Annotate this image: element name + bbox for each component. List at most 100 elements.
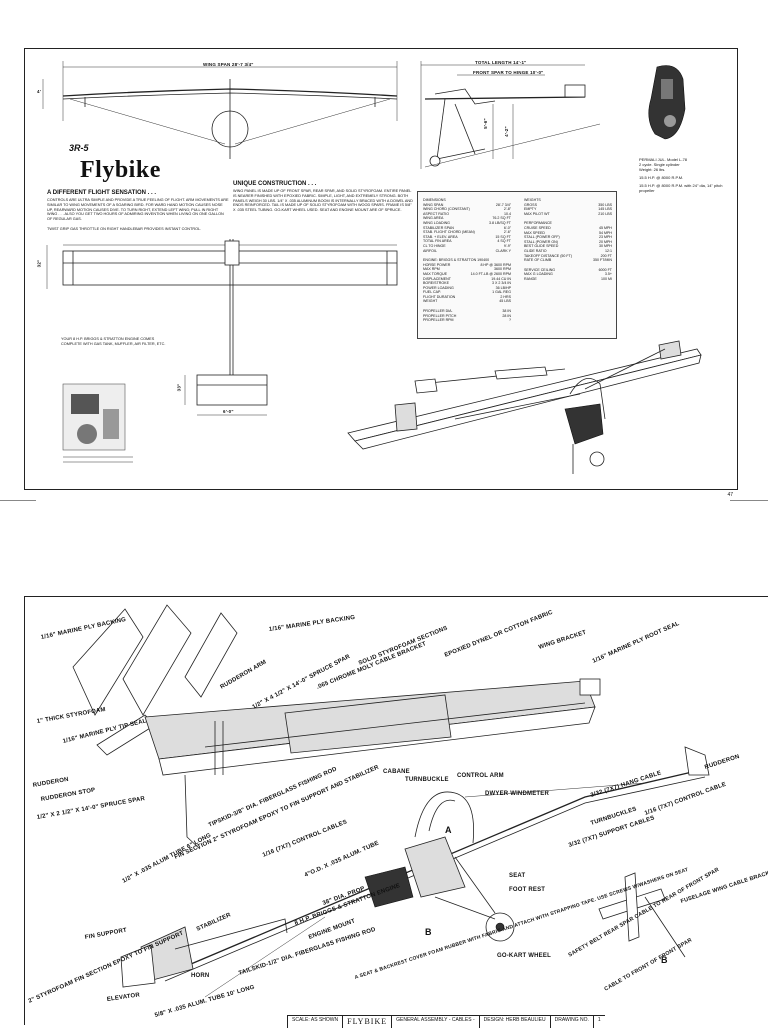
spec-value: 3 x 2 3/4 IN	[492, 281, 511, 286]
spec-key: ENGINE: BRIGGS & STRATTON 190400	[423, 258, 490, 263]
spec-key: EMPTY	[524, 207, 537, 212]
side-height2-dim: 4'-2"	[503, 126, 509, 137]
spec-row: STAB. FLIGHT CHORD (MEAN)2'-6"	[423, 230, 511, 235]
spec-value: 3.8 LB/SQ FT	[489, 220, 511, 225]
section2-text: WING PANEL IS MADE UP OF FRONT SPAR, REA…	[233, 189, 413, 213]
spec-value: 2 HRS	[500, 294, 511, 299]
general-assembly-drawing	[72, 604, 710, 998]
spec-key: PROPELLER PITCH	[423, 313, 457, 318]
callout-turnbuckle: TURNBUCKLE	[405, 777, 449, 783]
spec-key: STAB. FLIGHT CHORD (MEAN)	[423, 230, 475, 235]
spec-value: 8 HP @ 3600 RPM	[480, 262, 511, 267]
top-view-drawing	[46, 239, 398, 416]
spec-row: FUEL CAP.1 GAL REG	[423, 290, 511, 295]
spec-value: 45 MPH	[599, 225, 612, 230]
spec-sheet: WING SPAN 28'-7 3/4" 4' TOTAL LENGTH 14'…	[24, 48, 738, 498]
spec-value: 36 LB/HP	[495, 285, 511, 290]
logo-mark: 3R-5	[69, 143, 89, 153]
spec-key: TAKEOFF DISTANCE (50 FT)	[524, 253, 572, 258]
spec-row: PROPELLER DIA. 38 IN	[423, 309, 511, 314]
engine-caption: PERMALI JUL. Model L-78 2 cycle. Single …	[639, 157, 723, 193]
callout-horn: HORN	[191, 973, 210, 979]
spec-row: PERFORMANCE	[524, 221, 612, 226]
spec-key: WING LOADING	[423, 220, 450, 225]
spec-key: TOTAL FIN AREA	[423, 239, 452, 244]
spec-value: 350 LBS	[598, 202, 612, 207]
spec-row: MAX SPEED 54 MPH	[524, 231, 612, 236]
spec-key: RANGE	[524, 276, 537, 281]
spec-key: FUEL CAP.	[423, 290, 441, 295]
spec-value: 45 LBS	[499, 299, 511, 304]
section1-text: CONTROLS ARE ULTRA SIMPLE AND PROVIDE A …	[47, 198, 229, 222]
spec-key: MAX SPEED	[524, 230, 545, 235]
title-block: SCALE: AS SHOWN FLYBIKE GENERAL ASSEMBLY…	[287, 1015, 605, 1028]
spec-key: HORSE POWER	[423, 262, 451, 267]
engine-photo	[648, 65, 686, 140]
callout-control-arm: CONTROL ARM	[457, 773, 504, 779]
spec-row: ENGINE: BRIGGS & STRATTON 190400	[423, 258, 511, 263]
spec-row: WING LOADING 3.8 LB/SQ FT	[423, 221, 511, 226]
spec-value: 28 IN	[502, 313, 511, 318]
chord-dim: 32"	[36, 259, 42, 268]
spec-key: PROPELLER RPM	[423, 318, 454, 323]
spec-key: BEST GLIDE SPEED	[524, 244, 559, 249]
spec-value: 210 LBS	[598, 211, 612, 216]
spec-value: 38 IN	[502, 309, 511, 314]
fuselage-boom-drawing	[120, 746, 710, 998]
spec-key: WING CHORD (CONSTANT)	[423, 207, 470, 212]
tail-height-dim: 33"	[176, 383, 182, 392]
spec-value: 6000 FT	[598, 267, 612, 272]
assembly-sheet: 1/16" MARINE PLY BACKING 1/16" MARINE PL…	[24, 596, 768, 1028]
spec-key: MAX PILOT WT	[524, 211, 550, 216]
spec-key: DIMENSIONS	[423, 198, 446, 202]
spec-row: GROSS 350 LBS	[524, 203, 612, 208]
spec-value: 54 MPH	[599, 230, 612, 235]
spec-row: WING CHORD (CONSTANT)2'-8"	[423, 207, 511, 212]
title-block-drawing-num: 1	[592, 1016, 605, 1028]
spec-value: 15 SQ FT	[495, 234, 511, 239]
spec-key: MAX TORQUE	[423, 271, 448, 276]
spec-row: MAX PILOT WT 210 LBS	[524, 212, 612, 217]
spec-row: HORSE POWER 8 HP @ 3600 RPM	[423, 263, 511, 268]
spec-value: 350 FT/MIN	[593, 258, 612, 263]
detail-label-a: A	[445, 825, 452, 835]
spec-value: 12:1	[605, 248, 612, 253]
spec-key: WEIGHT	[423, 299, 438, 304]
spec-key: MAX G LOADING	[524, 272, 553, 277]
spec-value: ?	[509, 318, 511, 323]
divider-right	[730, 500, 768, 501]
spec-key: STALL (POWER ON)	[524, 239, 558, 244]
section1-heading: A DIFFERENT FLIGHT SENSATION . . .	[47, 190, 156, 196]
spec-row: BEST GLIDE SPEED 30 MPH	[524, 244, 612, 249]
spec-row: WEIGHTS	[524, 198, 612, 203]
callout-cabane: CABANE	[383, 769, 410, 775]
spec-row: PROPELLER RPM?	[423, 318, 511, 323]
callout-dwyer: DWYER WINDMETER	[485, 791, 549, 797]
detail-label-b: B	[425, 927, 432, 937]
spec-value: 30 MPH	[599, 244, 612, 249]
divider-left	[0, 500, 36, 501]
spec-row: STALL (POWER OFF)23 MPH	[524, 235, 612, 240]
spec-row: MAX G LOADING 3.5+	[524, 272, 612, 277]
spec-key: CL TO HINGE	[423, 243, 446, 248]
spec-value: 3600 RPM	[494, 267, 511, 272]
spec-value: 3.5+	[604, 272, 612, 277]
spec-key: POWER LOADING	[423, 285, 454, 290]
spec-row: PROPELLER PITCH 28 IN	[423, 314, 511, 319]
title-block-name: FLYBIKE	[342, 1016, 391, 1028]
spec-key: PROPELLER DIA.	[423, 309, 453, 314]
spec-key: WEIGHTS	[524, 198, 541, 202]
spec-key: GROSS	[524, 202, 537, 207]
spec-key: ASPECT RATIO	[423, 211, 450, 216]
